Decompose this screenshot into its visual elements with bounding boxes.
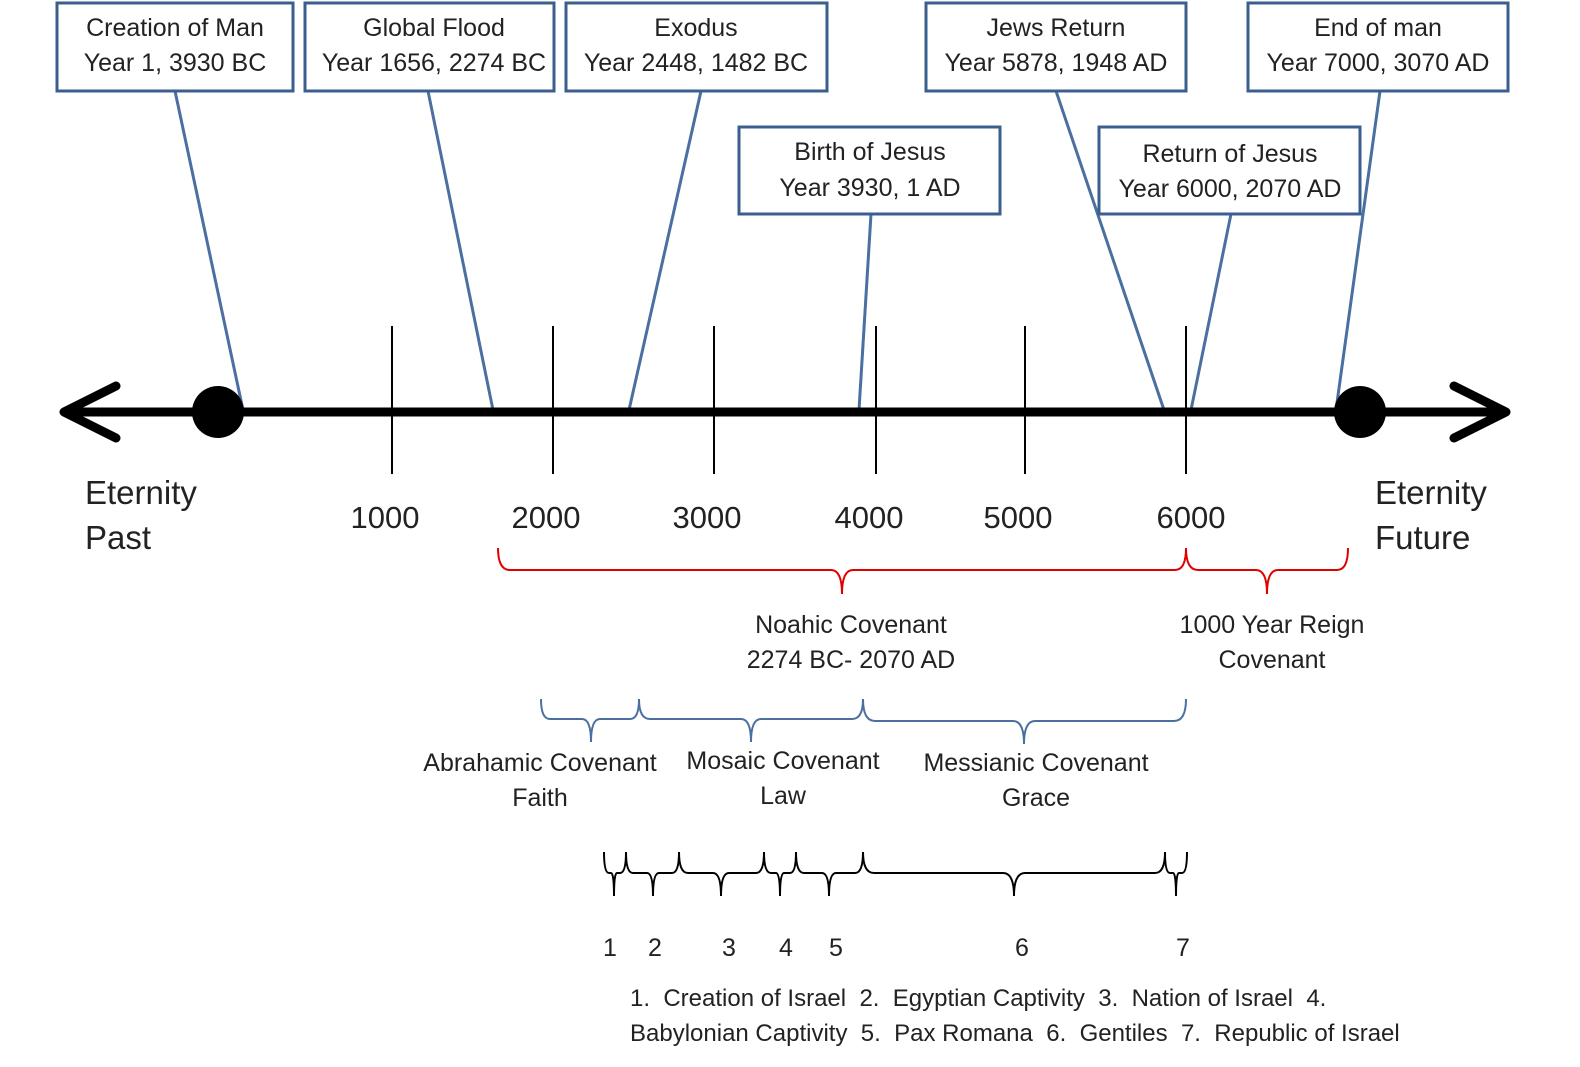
noahic-covenant-brace xyxy=(497,547,1187,595)
event-title: Exodus xyxy=(654,14,737,42)
event-title: Return of Jesus xyxy=(1142,140,1317,168)
covenant-theme: Faith xyxy=(512,784,568,812)
axis-tick-labels: 1000 2000 3000 4000 5000 6000 xyxy=(351,500,1226,535)
abrahamic-covenant-brace xyxy=(540,698,640,743)
event-subtitle: Year 6000, 2070 AD xyxy=(1119,175,1342,203)
eternity-past-line1: Eternity xyxy=(85,474,197,511)
event-subtitle: Year 7000, 3070 AD xyxy=(1267,49,1490,77)
abrahamic-covenant-label: Abrahamic Covenant Faith xyxy=(423,749,657,812)
event-subtitle: Year 1656, 2274 BC xyxy=(322,49,546,77)
timeline-axis xyxy=(59,326,1511,474)
event-box-creation-of-man: Creation of Man Year 1, 3930 BC xyxy=(55,1,295,93)
segment-legend: 1. Creation of Israel 2. Egyptian Captiv… xyxy=(630,985,1400,1047)
messianic-covenant-brace xyxy=(862,698,1187,745)
tick-label: 4000 xyxy=(835,500,904,535)
event-title: Jews Return xyxy=(987,14,1126,42)
legend-line-2: Babylonian Captivity 5. Pax Romana 6. Ge… xyxy=(630,1020,1400,1047)
covenant-name: Mosaic Covenant xyxy=(686,747,879,775)
pointer-exodus xyxy=(627,90,703,411)
eternity-past-label: Eternity Past xyxy=(85,474,197,556)
pointer-global-flood xyxy=(426,90,495,411)
event-box-return-of-jesus: Return of Jesus Year 6000, 2070 AD xyxy=(1097,125,1362,216)
start-dot xyxy=(192,386,244,438)
end-dot xyxy=(1334,386,1386,438)
tick-label: 2000 xyxy=(512,500,581,535)
segment-number: 2 xyxy=(648,934,662,962)
segment-number: 6 xyxy=(1015,934,1029,962)
tick-label: 3000 xyxy=(673,500,742,535)
covenant-name: Noahic Covenant xyxy=(755,611,947,639)
segment-number: 4 xyxy=(779,934,793,962)
left-arrowhead xyxy=(59,381,121,443)
eternity-future-label: Eternity Future xyxy=(1375,474,1487,556)
messianic-covenant-label: Messianic Covenant Grace xyxy=(923,749,1148,812)
segment-number: 5 xyxy=(829,934,843,962)
noahic-covenant-label: Noahic Covenant 2274 BC- 2070 AD xyxy=(747,611,955,674)
segment-braces xyxy=(603,851,1188,897)
event-box-birth-of-jesus: Birth of Jesus Year 3930, 1 AD xyxy=(737,125,1002,216)
red-covenant-braces xyxy=(497,547,1349,595)
event-box-jews-return: Jews Return Year 5878, 1948 AD xyxy=(924,1,1188,93)
pointer-lines xyxy=(173,90,1382,411)
covenant-dates: 2274 BC- 2070 AD xyxy=(747,646,955,674)
segment-number: 1 xyxy=(603,934,617,962)
legend-line-1: 1. Creation of Israel 2. Egyptian Captiv… xyxy=(630,985,1326,1012)
pointer-creation-of-man xyxy=(173,90,245,411)
segment-brace-6 xyxy=(862,851,1166,897)
right-arrowhead xyxy=(1449,381,1511,443)
pointer-jews-return xyxy=(1054,90,1166,411)
pointer-end-of-man xyxy=(1334,90,1382,411)
event-subtitle: Year 2448, 1482 BC xyxy=(584,49,808,77)
thousand-year-covenant-label: 1000 Year Reign Covenant xyxy=(1180,611,1365,674)
covenant-name: Abrahamic Covenant xyxy=(423,749,657,777)
event-subtitle: Year 1, 3930 BC xyxy=(84,49,267,77)
segment-numbers: 1 2 3 4 5 6 7 xyxy=(603,934,1190,962)
pointer-birth-of-jesus xyxy=(857,213,873,411)
mosaic-covenant-label: Mosaic Covenant Law xyxy=(686,747,879,810)
event-title: Global Flood xyxy=(363,14,505,42)
tick-label: 6000 xyxy=(1157,500,1226,535)
tick-label: 1000 xyxy=(351,500,420,535)
event-title: Birth of Jesus xyxy=(794,138,945,166)
segment-brace-2 xyxy=(625,851,680,897)
event-title: End of man xyxy=(1314,14,1442,42)
event-subtitle: Year 5878, 1948 AD xyxy=(945,49,1168,77)
covenant-subname: Covenant xyxy=(1218,646,1325,674)
eternity-future-line1: Eternity xyxy=(1375,474,1487,511)
blue-covenant-braces xyxy=(540,698,1187,745)
segment-number: 7 xyxy=(1176,934,1190,962)
event-box-exodus: Exodus Year 2448, 1482 BC xyxy=(564,1,829,93)
mosaic-covenant-brace xyxy=(638,698,864,743)
segment-brace-7 xyxy=(1164,851,1188,897)
segment-number: 3 xyxy=(722,934,736,962)
segment-brace-4 xyxy=(763,851,797,897)
event-title: Creation of Man xyxy=(86,14,264,42)
segment-brace-1 xyxy=(603,851,627,897)
eternity-future-line2: Future xyxy=(1375,519,1470,556)
pointer-return-of-jesus xyxy=(1189,213,1233,411)
covenant-theme: Law xyxy=(760,782,807,810)
tick-label: 5000 xyxy=(984,500,1053,535)
thousand-year-covenant-brace xyxy=(1185,547,1349,595)
event-box-end-of-man: End of man Year 7000, 3070 AD xyxy=(1246,1,1510,93)
segment-brace-5 xyxy=(795,851,864,897)
segment-brace-3 xyxy=(678,851,765,897)
event-subtitle: Year 3930, 1 AD xyxy=(779,174,960,202)
eternity-past-line2: Past xyxy=(85,519,151,556)
covenant-theme: Grace xyxy=(1002,784,1070,812)
event-box-global-flood: Global Flood Year 1656, 2274 BC xyxy=(303,1,556,93)
covenant-name: 1000 Year Reign xyxy=(1180,611,1365,639)
covenant-name: Messianic Covenant xyxy=(923,749,1148,777)
